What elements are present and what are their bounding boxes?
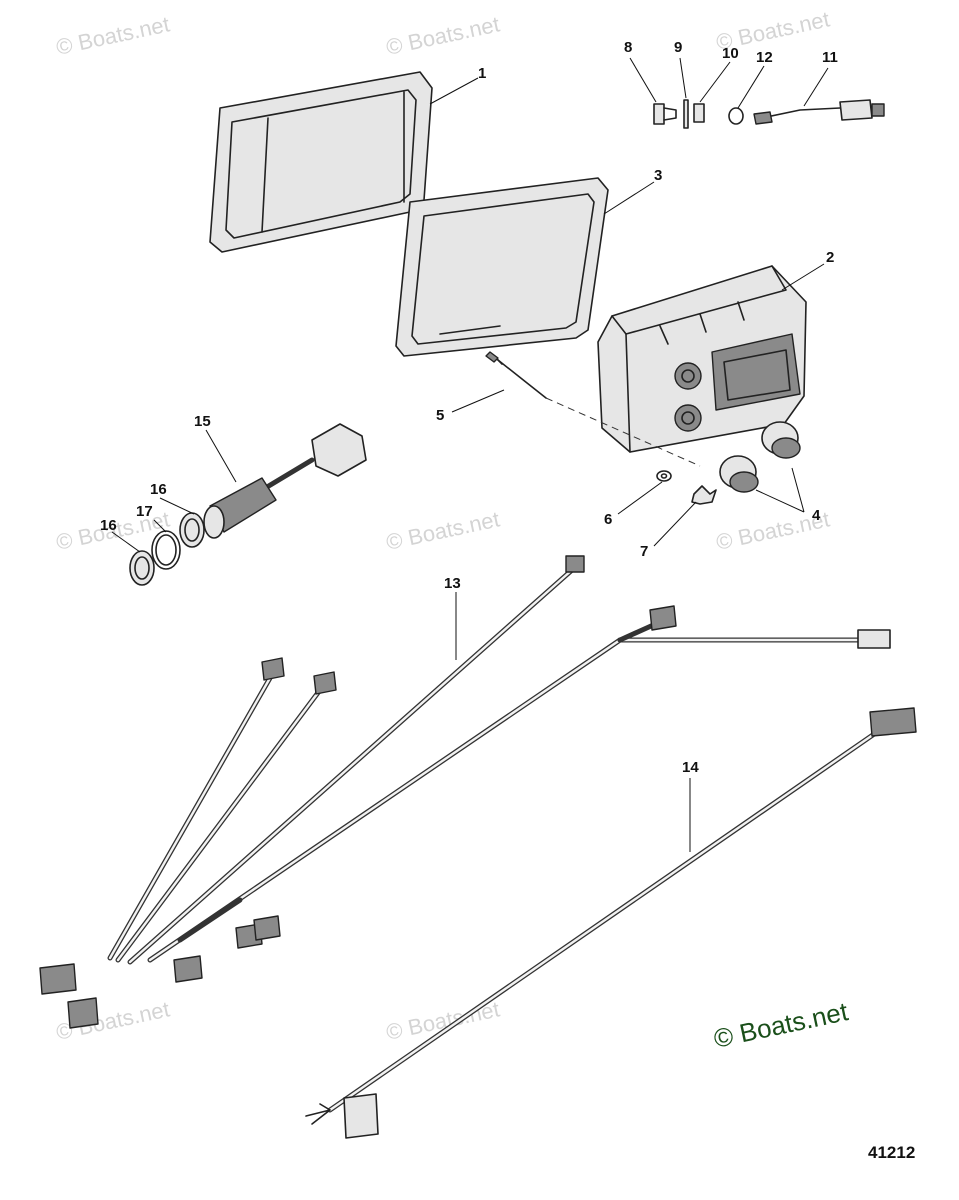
callout-12: 12 [756,49,773,66]
callout-5: 5 [436,407,444,424]
part-5-screw [485,351,547,399]
callout-8: 8 [624,39,632,56]
leader-lines [111,57,829,852]
callout-16-upper: 16 [150,481,167,498]
part-6-washer [656,470,672,482]
part-9-spacer [683,99,689,129]
part-7-wing-nut [691,485,717,505]
callout-4: 4 [812,507,821,524]
callout-2: 2 [826,249,834,266]
brand-watermark: © Boats.net [711,996,851,1054]
part-8-bolt [653,103,677,125]
alignment-line [545,397,701,467]
callout-numbers: 1 2 3 4 5 6 7 8 9 10 11 12 13 14 15 16 1… [100,39,838,776]
part-15-power-connector [203,423,367,539]
part-12-o-ring [728,107,744,125]
watermark-text: © Boats.net [384,11,502,59]
figure-number: 41212 [868,1143,915,1162]
part-16-ring-rear [179,512,205,548]
part-4-caps [719,421,801,493]
callout-7: 7 [640,543,648,560]
part-3-gasket [395,177,609,357]
part-1-bezel [209,71,433,253]
part-17-ring [151,530,181,570]
part-13-main-harness [39,555,891,1029]
callout-10: 10 [722,45,739,62]
watermark-text: © Boats.net [54,11,172,59]
callout-1: 1 [478,65,486,82]
part-10-nut [693,103,705,123]
callout-17: 17 [136,503,153,520]
callout-9: 9 [674,39,682,56]
callout-13: 13 [444,575,461,592]
callout-11: 11 [822,49,838,66]
callout-6: 6 [604,511,612,528]
part-11-sensor-harness [753,99,885,125]
watermark-text: © Boats.net [384,506,502,554]
callout-15: 15 [194,413,211,430]
callout-16-lower: 16 [100,517,117,534]
callout-14: 14 [682,759,699,776]
part-14-secondary-harness [305,707,917,1139]
callout-3: 3 [654,167,662,184]
part-16-ring-front [129,550,155,586]
